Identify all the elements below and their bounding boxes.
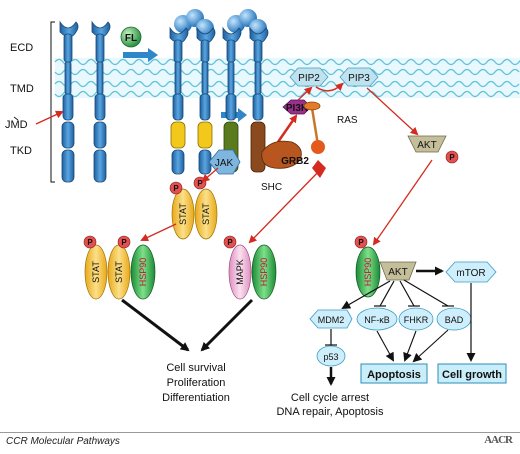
pip3-lipid: PIP3 — [339, 67, 379, 87]
jmd-label: JMD — [5, 119, 28, 131]
stat-hsp90-complex: STAT STAT HSP90 P P — [83, 235, 156, 300]
stat-to-survival-arrow — [121, 298, 190, 352]
svg-text:P: P — [87, 238, 93, 247]
svg-text:Cell survival: Cell survival — [166, 362, 225, 374]
svg-text:HSP90: HSP90 — [138, 258, 148, 287]
mdm2-inhibits-p53 — [325, 329, 337, 346]
svg-text:P: P — [121, 238, 127, 247]
nfkb-protein: NF-κB — [356, 307, 398, 331]
jak-protein: JAK — [208, 149, 241, 175]
svg-text:P: P — [449, 153, 455, 162]
grb2-protein: GRB2 — [261, 140, 326, 178]
svg-text:JAK: JAK — [215, 158, 234, 169]
svg-text:p53: p53 — [323, 352, 338, 362]
svg-text:Proliferation: Proliferation — [167, 377, 226, 389]
svg-text:STAT: STAT — [201, 203, 211, 225]
hsp90-akt-complex: HSP90 AKT P — [354, 235, 417, 298]
svg-text:STAT: STAT — [178, 203, 188, 225]
pi3k-to-pip2-arrow — [297, 86, 313, 101]
svg-text:Apoptosis: Apoptosis — [367, 369, 421, 381]
domain-labels: ECD TMD JMD TKD — [5, 21, 64, 183]
svg-text:AKT: AKT — [388, 267, 407, 278]
tmd-label: TMD — [10, 83, 34, 95]
svg-text:AKT: AKT — [417, 140, 436, 151]
ligand-binding-arrow — [123, 48, 158, 62]
svg-text:P: P — [358, 238, 364, 247]
ras-to-mapk-arrow — [248, 167, 323, 244]
akt-target-connectors — [341, 279, 454, 309]
fhkr-protein: FHKR — [398, 307, 434, 331]
svg-text:P: P — [173, 184, 179, 193]
svg-text:RAS: RAS — [337, 115, 358, 126]
stat-dimer-top: STAT STAT P P — [169, 176, 218, 240]
svg-text:MDM2: MDM2 — [318, 315, 345, 325]
svg-text:FL: FL — [125, 33, 137, 44]
pip2-to-pip3-arrow — [315, 82, 344, 92]
bad-protein: BAD — [436, 307, 472, 331]
cell-growth-box: Cell growth — [437, 363, 507, 384]
footer-bar: CCR Molecular Pathways AACR — [0, 432, 520, 454]
mtor-protein: mTOR — [445, 261, 497, 283]
tkd-label: TKD — [10, 145, 32, 157]
shc-label: SHC — [261, 182, 282, 193]
jmd-pointer-arrow — [35, 110, 64, 125]
mdm2-protein: MDM2 — [309, 309, 353, 329]
ras-protein: RAS — [303, 101, 358, 146]
svg-text:GRB2: GRB2 — [281, 156, 309, 167]
p53-protein: p53 — [316, 345, 346, 367]
diagram-canvas: ECD TMD JMD TKD FL — [5, 9, 520, 418]
svg-text:MAPK: MAPK — [235, 259, 245, 285]
akt-membrane-protein: AKT P — [407, 135, 459, 164]
svg-text:P: P — [227, 238, 233, 247]
grb2-to-pi3k-arrow — [276, 114, 298, 143]
domain-bracket — [50, 21, 55, 183]
svg-text:Cell growth: Cell growth — [442, 369, 502, 381]
svg-text:HSP90: HSP90 — [363, 258, 373, 287]
inactive-receptor-pair — [59, 20, 111, 183]
survival-outcome: Cell survival Proliferation Differentiat… — [162, 362, 230, 404]
jak-to-stat-arrow — [201, 167, 219, 183]
svg-text:STAT: STAT — [91, 261, 101, 283]
svg-text:DNA repair, Apoptosis: DNA repair, Apoptosis — [276, 406, 384, 418]
targets-to-apoptosis-arrows — [376, 329, 449, 363]
svg-text:Differentiation: Differentiation — [162, 392, 230, 404]
ligand-bound-receptor — [169, 9, 216, 175]
svg-text:P: P — [197, 179, 203, 188]
ecd-label: ECD — [10, 42, 33, 54]
apoptosis-box: Apoptosis — [360, 363, 428, 384]
svg-text:mTOR: mTOR — [456, 268, 485, 279]
mapk-hsp90-complex: MAPK HSP90 P — [223, 235, 277, 300]
mapk-to-survival-arrow — [200, 298, 254, 352]
svg-text:PIP3: PIP3 — [348, 73, 370, 84]
cell-cycle-arrest-outcome: Cell cycle arrest DNA repair, Apoptosis — [276, 392, 384, 418]
svg-text:FHKR: FHKR — [404, 315, 429, 325]
svg-text:NF-κB: NF-κB — [364, 315, 390, 325]
cell-membrane — [54, 58, 520, 98]
fl-ligand: FL — [120, 26, 142, 48]
svg-text:PIP2: PIP2 — [298, 73, 320, 84]
svg-text:HSP90: HSP90 — [259, 258, 269, 287]
footer-title: CCR Molecular Pathways — [6, 436, 120, 447]
pip3-to-akt-arrow — [366, 87, 419, 136]
svg-text:STAT: STAT — [114, 261, 124, 283]
svg-text:PI3K: PI3K — [286, 103, 309, 114]
akt-to-complex-arrow — [372, 159, 433, 246]
pip2-lipid: PIP2 — [289, 67, 329, 87]
svg-text:BAD: BAD — [445, 315, 464, 325]
aacr-logo: AACR — [484, 434, 513, 446]
svg-text:Cell cycle arrest: Cell cycle arrest — [291, 392, 369, 404]
stat-to-complex-arrow — [140, 223, 177, 242]
